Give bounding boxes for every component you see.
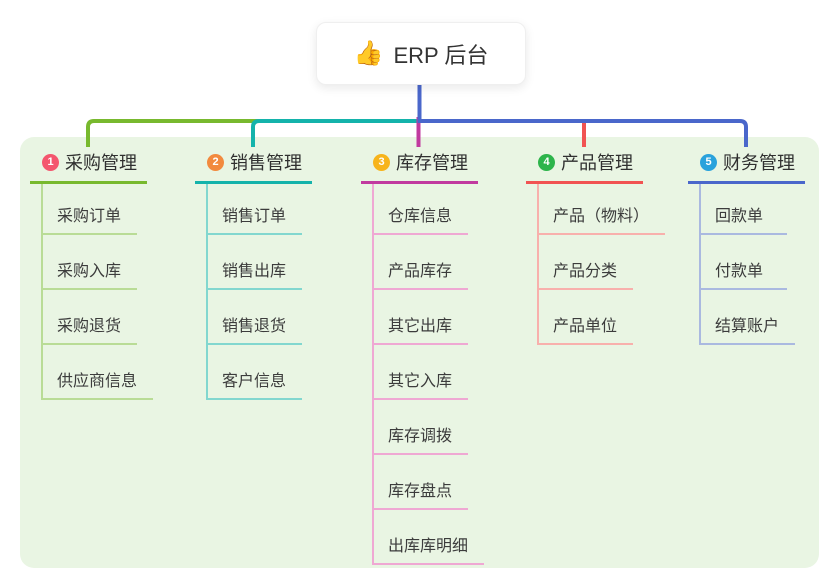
child-node[interactable]: 回款单 — [701, 184, 787, 235]
child-node[interactable]: 销售退货 — [208, 290, 303, 345]
child-node[interactable]: 采购入库 — [43, 235, 138, 290]
child-node[interactable]: 销售出库 — [208, 235, 303, 290]
branch-column: 4 产品管理 产品（物料）产品分类产品单位 — [526, 146, 666, 345]
branch-column: 3 库存管理 仓库信息产品库存其它出库其它入库库存调拨库存盘点出库库明细 — [361, 146, 485, 565]
branch-title-label: 采购管理 — [65, 153, 137, 173]
branch-title-label: 销售管理 — [230, 153, 302, 173]
background-panel — [20, 137, 819, 568]
branch-children-list: 产品（物料）产品分类产品单位 — [537, 184, 666, 345]
branch-children-list: 回款单付款单结算账户 — [699, 184, 796, 345]
root-title: ERP 后台 — [393, 42, 489, 68]
branch-children-list: 采购订单采购入库采购退货供应商信息 — [41, 184, 154, 400]
child-node[interactable]: 产品库存 — [374, 235, 469, 290]
branch-children-list: 销售订单销售出库销售退货客户信息 — [206, 184, 303, 400]
branch-title-label: 财务管理 — [723, 153, 795, 173]
child-node[interactable]: 产品分类 — [539, 235, 634, 290]
child-node[interactable]: 产品（物料） — [539, 184, 666, 235]
child-node[interactable]: 采购订单 — [43, 184, 138, 235]
branch-title-node[interactable]: 2 销售管理 — [195, 146, 312, 184]
branch-number-badge: 1 — [42, 153, 59, 171]
child-node[interactable]: 其它出库 — [374, 290, 469, 345]
branch-title-node[interactable]: 1 采购管理 — [30, 146, 147, 184]
child-node[interactable]: 产品单位 — [539, 290, 634, 345]
branch-number-badge: 4 — [538, 153, 555, 171]
branch-children-list: 仓库信息产品库存其它出库其它入库库存调拨库存盘点出库库明细 — [372, 184, 485, 565]
root-node[interactable]: 👍 ERP 后台 — [316, 22, 526, 85]
child-node[interactable]: 供应商信息 — [43, 345, 154, 400]
child-node[interactable]: 其它入库 — [374, 345, 469, 400]
child-node[interactable]: 销售订单 — [208, 184, 303, 235]
branch-column: 5 财务管理 回款单付款单结算账户 — [688, 146, 805, 345]
branch-title-label: 库存管理 — [396, 153, 468, 173]
branch-title-label: 产品管理 — [561, 153, 633, 173]
child-node[interactable]: 结算账户 — [701, 290, 796, 345]
child-node[interactable]: 仓库信息 — [374, 184, 469, 235]
branch-title-node[interactable]: 5 财务管理 — [688, 146, 805, 184]
child-node[interactable]: 客户信息 — [208, 345, 303, 400]
branch-number-badge: 3 — [373, 153, 390, 171]
child-node[interactable]: 库存盘点 — [374, 455, 469, 510]
branch-title-node[interactable]: 4 产品管理 — [526, 146, 643, 184]
thumbs-up-icon: 👍 — [353, 39, 384, 67]
child-node[interactable]: 库存调拨 — [374, 400, 469, 455]
branch-title-node[interactable]: 3 库存管理 — [361, 146, 478, 184]
branch-column: 2 销售管理 销售订单销售出库销售退货客户信息 — [195, 146, 312, 400]
child-node[interactable]: 付款单 — [701, 235, 787, 290]
branch-column: 1 采购管理 采购订单采购入库采购退货供应商信息 — [30, 146, 154, 400]
branch-number-badge: 2 — [207, 153, 224, 171]
child-node[interactable]: 采购退货 — [43, 290, 138, 345]
branch-number-badge: 5 — [700, 153, 717, 171]
child-node[interactable]: 出库库明细 — [374, 510, 485, 565]
